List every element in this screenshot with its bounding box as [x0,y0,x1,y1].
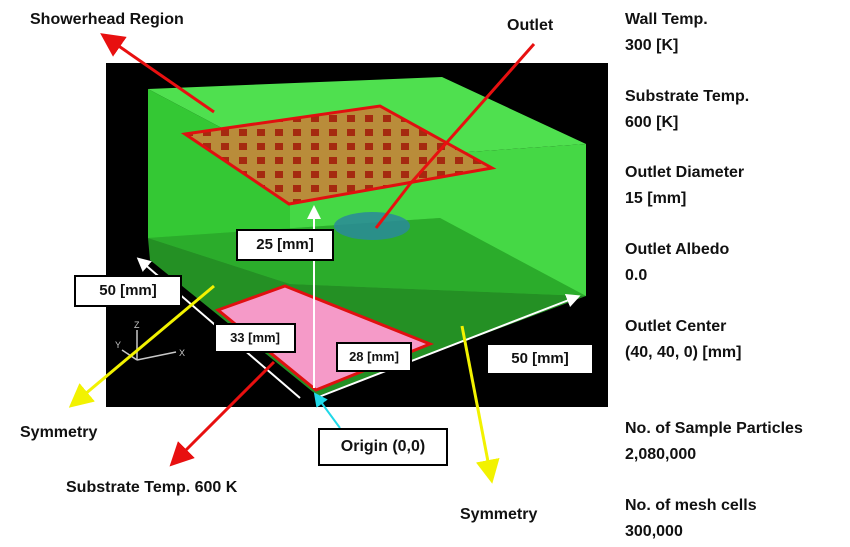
param-name: Wall Temp. [625,11,708,28]
symmetry-left-label: Symmetry [20,424,98,441]
param-name: Outlet Center [625,318,727,335]
showerhead-arrow [100,33,215,114]
outlet-arrow-upper [408,43,536,185]
param-name: Outlet Diameter [625,164,745,181]
param-value: (40, 40, 0) [mm] [625,344,742,361]
param-value: 2,080,000 [625,446,697,463]
outlet-arrow-lower [374,183,412,229]
substrate-x-dimension-box: 33 [mm] [214,323,296,353]
param-name: Outlet Albedo [625,241,730,258]
param-value: 0.0 [625,267,648,284]
left-width-dimension-box: 50 [mm] [74,275,182,307]
param-wall-temp: Wall Temp. 300 [K] [625,7,708,59]
right-width-dimension-box: 50 [mm] [486,343,594,375]
substrate-arrow [169,360,276,467]
substrate-y-dimension-box: 28 [mm] [336,342,412,372]
param-outlet-albedo: Outlet Albedo 0.0 [625,237,729,289]
param-outlet-center: Outlet Center (40, 40, 0) [mm] [625,314,741,366]
origin-arrow [313,392,341,429]
symmetry-right-label: Symmetry [460,506,538,523]
param-value: 300 [K] [625,37,679,54]
param-substrate-temp: Substrate Temp. 600 [K] [625,84,749,136]
param-value: 300,000 [625,523,683,540]
outlet-label: Outlet [507,17,554,34]
chamber-floor [148,218,586,396]
axis-y-label: Y [115,340,121,350]
param-sample-particles: No. of Sample Particles 2,080,000 [625,416,803,468]
origin-box: Origin (0,0) [318,428,448,466]
axis-x-label: X [179,348,185,358]
substrate-label: Substrate Temp. 600 K [66,479,238,496]
showerhead-label: Showerhead Region [30,11,184,28]
param-outlet-diameter: Outlet Diameter 15 [mm] [625,160,744,212]
height-dimension-box: 25 [mm] [236,229,334,261]
symmetry-left-arrow [68,284,215,408]
param-name: No. of mesh cells [625,497,757,514]
axis-z-label: Z [134,320,140,330]
outlet-region [334,212,410,240]
symmetry-right-arrow [460,325,500,484]
param-name: Substrate Temp. [625,88,750,105]
right-width-dimension-arrow [315,294,581,399]
param-mesh-cells: No. of mesh cells 300,000 [625,493,757,545]
param-value: 600 [K] [625,114,679,131]
param-value: 15 [mm] [625,190,687,207]
param-name: No. of Sample Particles [625,420,803,437]
